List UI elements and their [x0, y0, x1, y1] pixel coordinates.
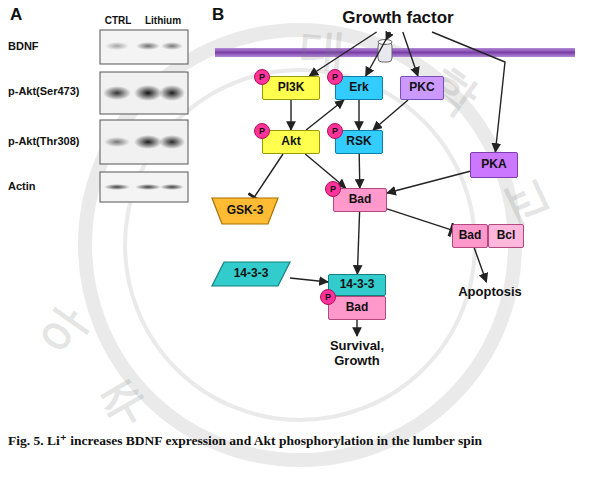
node-text: PKC: [409, 81, 434, 95]
activation-arrow: [359, 154, 361, 188]
kinase-box: PKA: [470, 152, 518, 178]
node-text: Bcl: [497, 229, 516, 243]
node-text: GSK-3: [227, 204, 264, 218]
phospho-circle: P: [327, 123, 343, 139]
activation-arrow: [356, 320, 357, 336]
activation-arrow: [403, 32, 418, 76]
node-text: 14-3-3: [234, 267, 269, 281]
stimulus-text: Growth factor: [318, 4, 478, 32]
activation-arrow: [290, 100, 291, 130]
lane-label: Lithium: [138, 15, 188, 26]
panel-letter: A: [10, 5, 22, 25]
outcome-text: Survival, Growth: [315, 336, 399, 372]
row-label: Actin: [8, 180, 36, 192]
adapter-parallelogram-fill: [212, 262, 290, 286]
adapter-parallelogram: 14-3-3: [212, 262, 290, 286]
panel-letter: B: [212, 5, 224, 25]
activation-arrow: [474, 248, 486, 282]
node-text: Akt: [281, 135, 300, 149]
node-text: 14-3-3: [340, 278, 375, 292]
cell-membrane: [215, 40, 575, 63]
node-text: Bad: [349, 193, 372, 207]
node-text: P: [332, 126, 338, 136]
node-text: Bad: [346, 301, 369, 315]
kinase-box: ErkP: [335, 76, 383, 100]
protein-box: Bcl: [488, 224, 524, 248]
activation-arrow: [305, 154, 345, 188]
activation-arrow: [373, 100, 408, 130]
western-blot: [100, 30, 188, 202]
watermark-text: 주: [88, 365, 159, 442]
lane-label: CTRL: [100, 15, 136, 26]
protein-box: BadP: [333, 188, 387, 212]
node-text: PI3K: [278, 81, 305, 95]
phospho-circle: P: [254, 69, 270, 85]
node-text: P: [259, 126, 265, 136]
kinase-box: PI3KP: [262, 76, 320, 100]
protein-box: BadP: [328, 296, 386, 320]
row-label: BDNF: [8, 40, 39, 52]
node-text: P: [325, 292, 331, 302]
node-text: Apoptosis: [458, 285, 522, 300]
receptor-arrow: [386, 32, 390, 40]
kinase-box: RSKP: [335, 130, 383, 154]
phospho-circle: P: [327, 69, 343, 85]
gsk3-trapezoid-fill: [212, 198, 278, 224]
node-text: Erk: [349, 81, 368, 95]
phospho-circle: P: [320, 289, 336, 305]
activation-arrow: [366, 32, 391, 76]
node-text: PKA: [481, 158, 506, 172]
node-text: Survival, Growth: [315, 339, 399, 369]
row-label: p-Akt(Ser473): [8, 85, 80, 97]
phospho-circle: P: [254, 123, 270, 139]
node-text: P: [259, 72, 265, 82]
kinase-box: PKC: [400, 76, 444, 100]
activation-arrow: [387, 171, 470, 193]
activation-arrow: [358, 100, 359, 130]
outcome-text: Apoptosis: [440, 282, 540, 302]
protein-box: Bad: [452, 224, 488, 248]
adapter-box: 14-3-3: [328, 274, 386, 296]
node-text: Bad: [459, 229, 482, 243]
activation-arrow: [357, 212, 359, 274]
watermark-seal: [85, 30, 515, 460]
activation-arrow: [290, 278, 328, 282]
activation-arrow: [306, 100, 344, 130]
node-text: P: [330, 184, 336, 194]
kinase-box: AktP: [262, 130, 320, 154]
row-label: p-Akt(Thr308): [8, 135, 80, 147]
node-text: Growth factor: [342, 8, 453, 28]
inhibition-connector: [387, 209, 452, 230]
phospho-circle: P: [325, 181, 341, 197]
inhibition-connector: [254, 154, 283, 198]
node-text: RSK: [346, 135, 371, 149]
figure-caption: Fig. 5. Li⁺ increases BDNF expression an…: [8, 432, 482, 449]
node-text: P: [332, 72, 338, 82]
gsk3-trapezoid: GSK-3: [212, 198, 278, 224]
